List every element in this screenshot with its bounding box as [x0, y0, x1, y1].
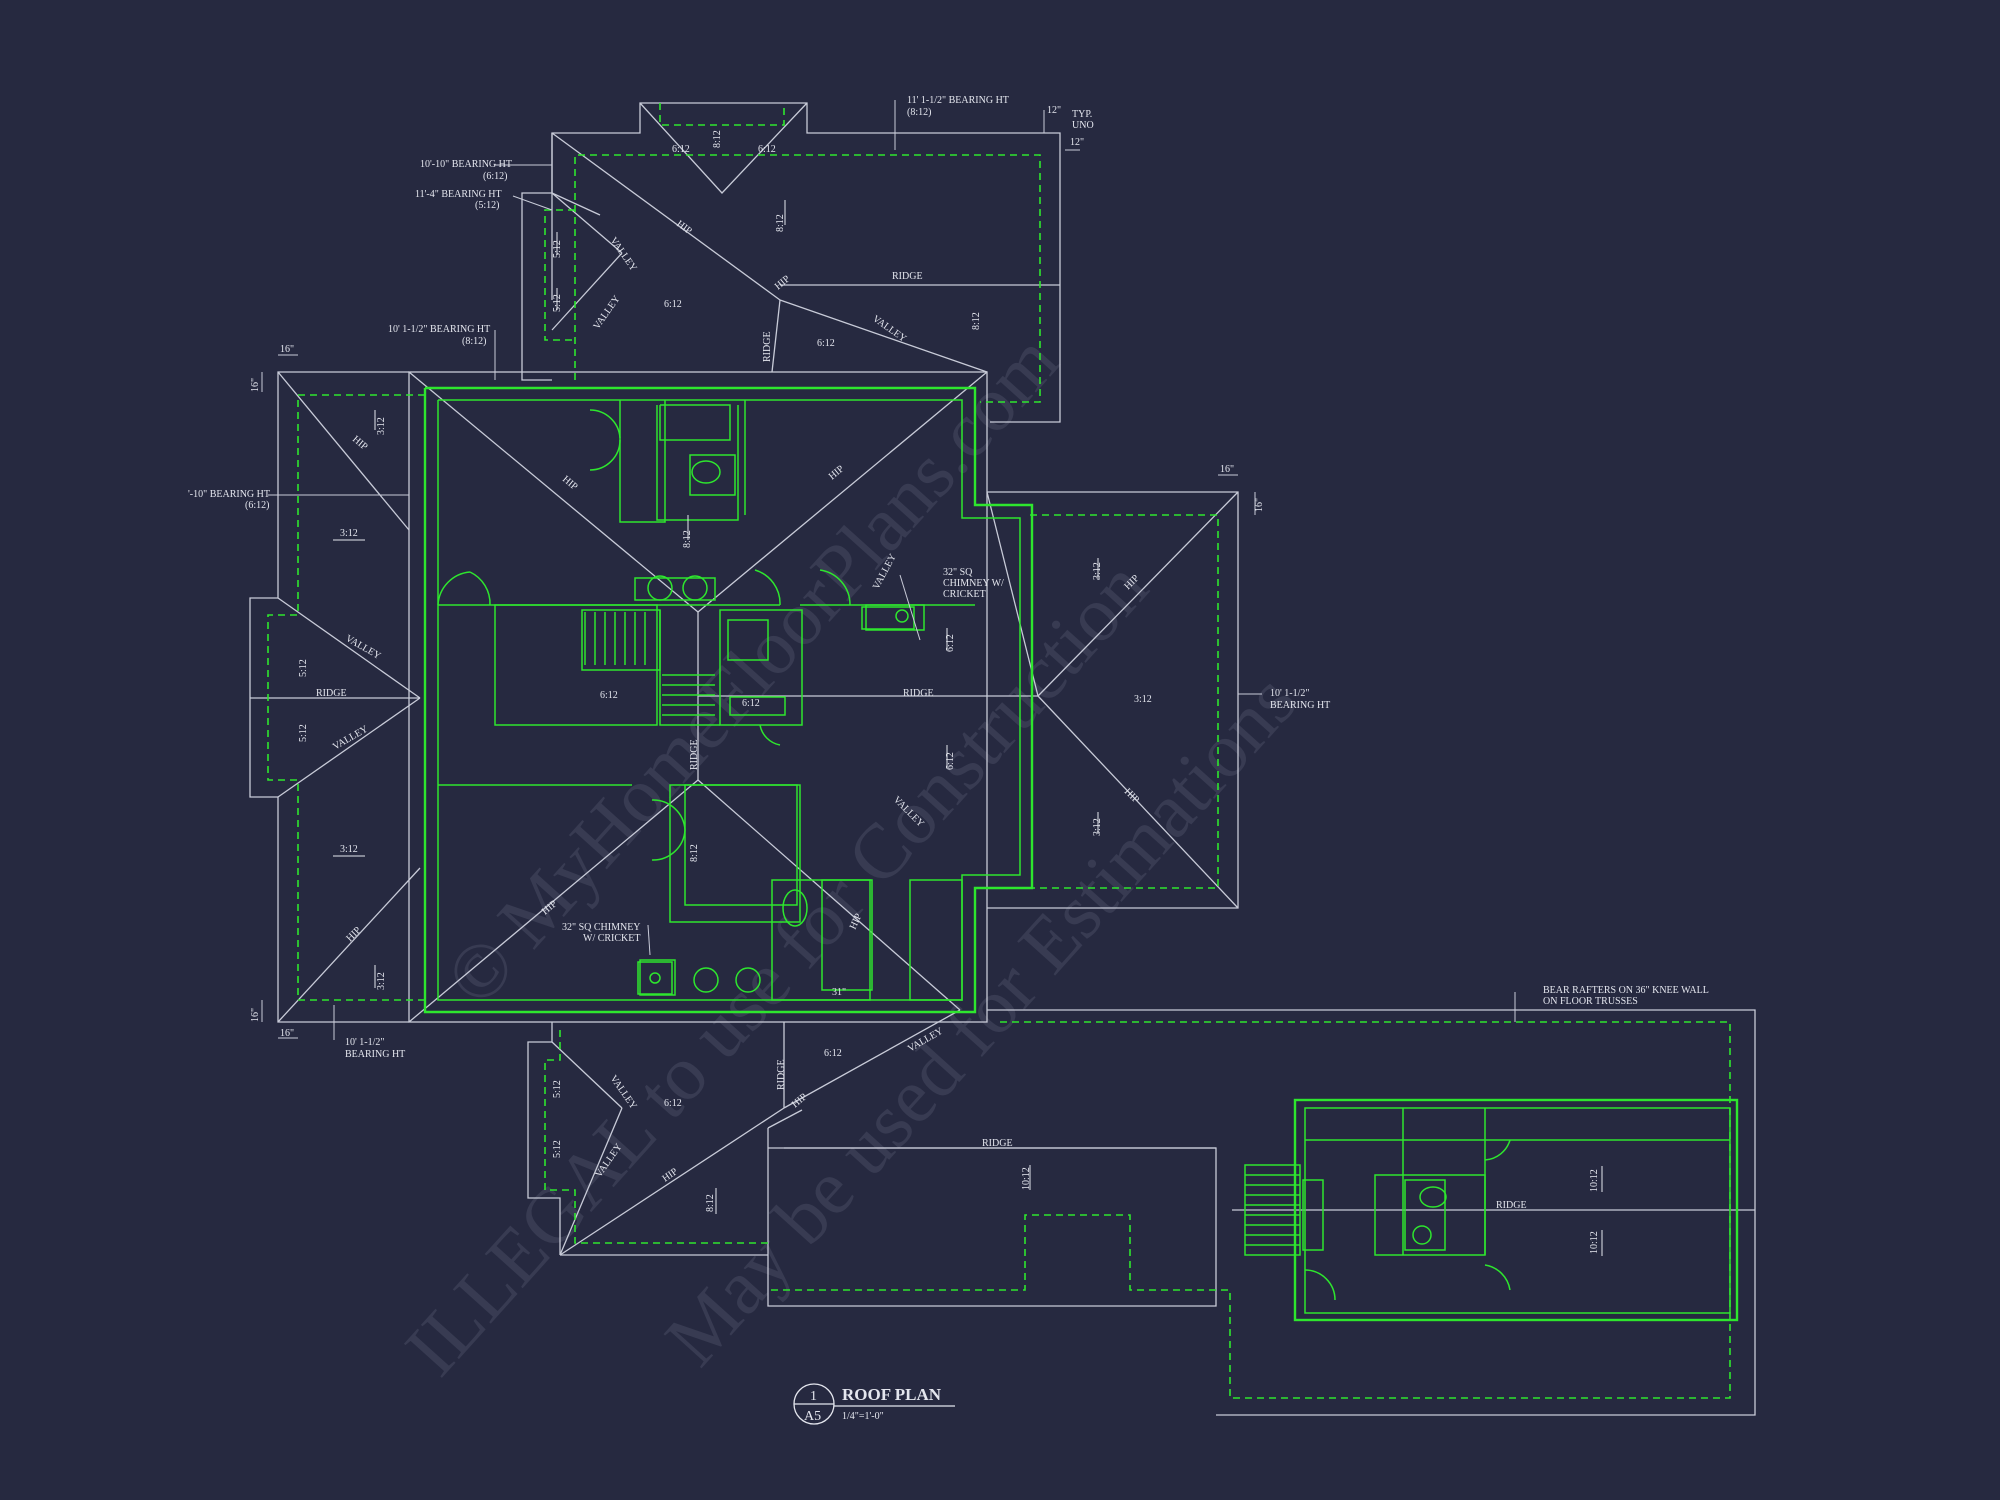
dim-16-right-top: 16": [1220, 464, 1234, 475]
dim-12-right: 12": [1070, 137, 1084, 148]
label-valley: VALLEY: [608, 235, 639, 273]
main-floor-plan: [423, 386, 1034, 1014]
dim-12-top: 12": [1047, 105, 1061, 116]
watermark-line-1: © MyHomeFloorPlans.com: [428, 317, 1075, 1021]
note-chimney-lower-2: W/ CRICKET: [583, 933, 641, 944]
note-bearing-114: 11'-4" BEARING HT: [415, 189, 502, 200]
pitch-label: 5:12: [552, 1080, 563, 1098]
label-ridge: RIDGE: [982, 1138, 1013, 1149]
note-bearing-bottom-2: BEARING HT: [345, 1049, 405, 1060]
pitch-label: 6:12: [672, 144, 690, 155]
note-chimney-upper-1: 32" SQ: [943, 567, 973, 578]
annotations: 11' 1-1/2" BEARING HT (8:12) TYP. UNO 12…: [188, 95, 1709, 1060]
pitch-label: 5:12: [298, 659, 309, 677]
label-valley: VALLEY: [870, 313, 908, 344]
dim-31: 31": [832, 987, 846, 998]
pitch-label: 8:12: [971, 312, 982, 330]
pitch-label: 6:12: [945, 752, 956, 770]
pitch-label: 6:12: [600, 690, 618, 701]
note-bearing-top: 11' 1-1/2" BEARING HT: [907, 95, 1009, 106]
label-hip: HIP: [790, 1091, 810, 1110]
pitch-label: 6:12: [664, 1098, 682, 1109]
label-valley: VALLEY: [331, 724, 370, 753]
label-valley: VALLEY: [591, 294, 622, 332]
pitch-label: 6:12: [817, 338, 835, 349]
pitch-label: 5:12: [552, 1140, 563, 1158]
pitch-label: 8:12: [689, 844, 700, 862]
label-ridge: RIDGE: [892, 271, 923, 282]
label-ridge: RIDGE: [689, 739, 700, 770]
note-chimney-upper-3: CRICKET: [943, 589, 986, 600]
dim-16-right-side: 16": [1254, 498, 1265, 512]
label-hip: HIP: [344, 925, 363, 944]
drawing-scale: 1/4"=1'-0": [842, 1411, 884, 1422]
note-bearing-1010: 10'-10" BEARING HT: [420, 159, 512, 170]
pitch-label: 6:12: [742, 698, 760, 709]
note-bearing-114-pitch: (5:12): [475, 200, 499, 211]
pitch-label: 3:12: [376, 972, 387, 990]
label-ridge: RIDGE: [316, 688, 347, 699]
label-ridge: RIDGE: [903, 688, 934, 699]
label-hip: HIP: [350, 434, 370, 453]
note-bearing-top-pitch: (8:12): [907, 107, 931, 118]
pitch-label: 8:12: [705, 1194, 716, 1212]
pitch-label: 10:12: [1021, 1167, 1032, 1190]
pitch-label: 8:12: [712, 130, 723, 148]
note-knee-wall-1: BEAR RAFTERS ON 36" KNEE WALL: [1543, 985, 1709, 996]
drawing-title: ROOF PLAN: [842, 1385, 942, 1404]
label-ridge: RIDGE: [776, 1059, 787, 1090]
pitch-arrows: [333, 200, 1603, 1256]
sheet-number: A5: [804, 1409, 821, 1424]
roof-outline: [249, 102, 1756, 1416]
note-bearing-right-2: BEARING HT: [1270, 700, 1330, 711]
watermark: © MyHomeFloorPlans.com ILLEGAL to use fo…: [388, 317, 1313, 1391]
pitch-label: 6:12: [664, 299, 682, 310]
pitch-label: 3:12: [376, 417, 387, 435]
note-knee-wall-2: ON FLOOR TRUSSES: [1543, 996, 1638, 1007]
note-bearing-left: '-10" BEARING HT: [188, 489, 270, 500]
label-ridge: RIDGE: [762, 331, 773, 362]
label-hip: HIP: [773, 273, 793, 292]
pitch-label: 8:12: [775, 214, 786, 232]
pitch-label: 6:12: [758, 144, 776, 155]
note-bearing-right-1: 10' 1-1/2": [1270, 688, 1310, 699]
pitch-label: 10:12: [1589, 1231, 1600, 1254]
note-bearing-left-pitch: (6:12): [245, 500, 269, 511]
dim-16-top-left: 16": [280, 344, 294, 355]
pitch-label: 3:12: [340, 528, 358, 539]
drawing-title-block: 1 A5 ROOF PLAN 1/4"=1'-0": [793, 1383, 955, 1425]
detail-number: 1: [810, 1389, 817, 1404]
label-hip: HIP: [827, 463, 847, 482]
label-ridge: RIDGE: [1496, 1200, 1527, 1211]
pitch-label: 3:12: [340, 844, 358, 855]
note-chimney-upper-2: CHIMNEY W/: [943, 578, 1004, 589]
note-bearing-101-upper-pitch: (8:12): [462, 336, 486, 347]
note-bearing-101-upper: 10' 1-1/2" BEARING HT: [388, 324, 490, 335]
note-uno: UNO: [1072, 120, 1094, 131]
pitch-label: 6:12: [945, 634, 956, 652]
stair-treads: [584, 612, 715, 716]
dim-16-left-bottom: 16": [250, 1008, 261, 1022]
note-chimney-lower-1: 32" SQ CHIMNEY: [562, 922, 641, 933]
pitch-labels: 6:12 6:12 8:12 8:12 5:12 5:12 6:12 6:12 …: [298, 130, 1600, 1254]
label-hip: HIP: [660, 1166, 680, 1185]
dim-16-bottom-left: 16": [280, 1028, 294, 1039]
note-typ: TYP.: [1072, 109, 1092, 120]
pitch-label: 6:12: [824, 1048, 842, 1059]
annex-floor-plan: [1244, 1098, 1739, 1322]
note-bearing-bottom-1: 10' 1-1/2": [345, 1037, 385, 1048]
pitch-label: 10:12: [1589, 1169, 1600, 1192]
dim-16-left-top: 16": [250, 378, 261, 392]
pitch-label: 5:12: [298, 724, 309, 742]
label-hip: HIP: [560, 474, 580, 493]
pitch-label: 3:12: [1134, 694, 1152, 705]
note-bearing-1010-pitch: (6:12): [483, 171, 507, 182]
